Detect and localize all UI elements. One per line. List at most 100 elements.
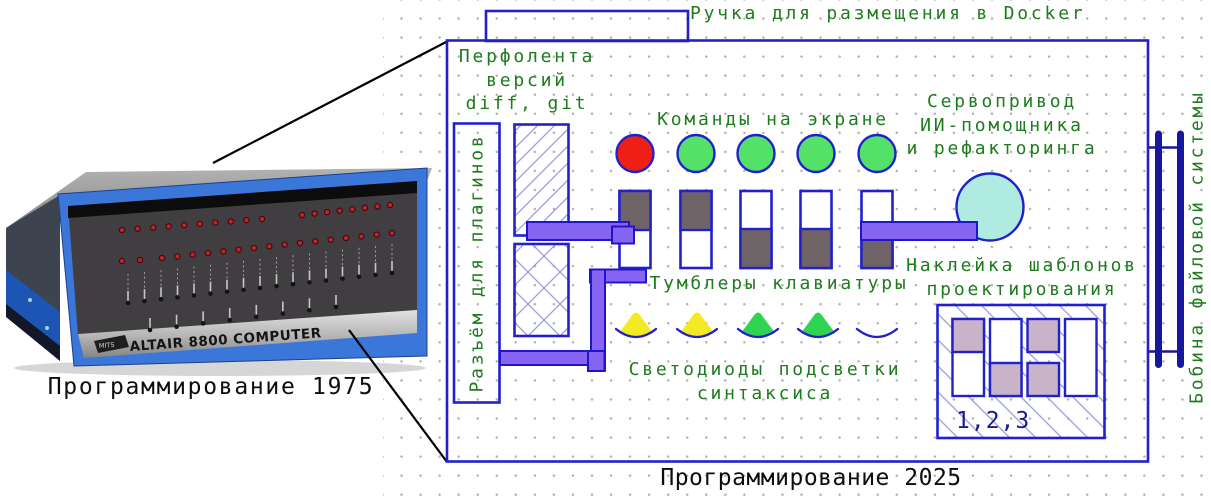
sticker-numbers: 1,2,3 bbox=[956, 408, 1031, 434]
sticker-cell bbox=[988, 361, 1023, 398]
panel-led bbox=[174, 253, 181, 260]
panel-led bbox=[136, 256, 144, 264]
panel-led bbox=[165, 223, 172, 230]
panel-switch-knob bbox=[356, 274, 362, 280]
panel-switch-knob bbox=[307, 307, 312, 313]
machine-left-dark-band bbox=[6, 304, 60, 361]
panel-led bbox=[386, 201, 394, 209]
panel-switch-knob bbox=[307, 280, 312, 285]
panel-led bbox=[250, 244, 258, 252]
toggle-state-bottom bbox=[739, 227, 773, 270]
panel-switch-knob bbox=[224, 289, 230, 295]
servo-label-line: Сервопривод bbox=[926, 91, 1078, 112]
sticker-label-line: проектирования bbox=[926, 278, 1118, 300]
reel-label: Бобина файловой системы bbox=[1186, 90, 1208, 404]
sticker-cell bbox=[951, 317, 986, 354]
panel-top-strip bbox=[68, 181, 417, 218]
syntax-led-base bbox=[736, 327, 780, 339]
panel-switch-knob bbox=[174, 324, 179, 330]
panel-led bbox=[342, 234, 350, 242]
syntax-led-yellow bbox=[619, 312, 653, 337]
panel-led bbox=[281, 241, 288, 248]
panel-led bbox=[312, 238, 319, 245]
panel-led bbox=[204, 249, 212, 257]
command-light-red bbox=[615, 133, 655, 174]
panel-led bbox=[323, 208, 331, 216]
panel-led bbox=[296, 239, 304, 247]
panel-led bbox=[212, 219, 219, 226]
syntax-leds-label-line: синтаксиса bbox=[696, 382, 834, 404]
syntax-leds-row bbox=[614, 312, 899, 339]
plugin-connector-box bbox=[452, 122, 501, 404]
panel-led bbox=[373, 231, 380, 238]
panel-led bbox=[196, 220, 203, 228]
tape-roll-upper bbox=[513, 123, 570, 237]
panel-switch-knob bbox=[280, 311, 286, 316]
bus-wire bbox=[611, 225, 635, 245]
panel-led bbox=[327, 236, 334, 243]
panel-led bbox=[358, 233, 365, 240]
panel-switch-knob bbox=[274, 283, 279, 289]
handle-label: Ручка для размещения в Docker bbox=[690, 3, 1086, 24]
panel-led bbox=[243, 217, 250, 224]
panel-switch-knob bbox=[253, 314, 259, 320]
panel-led bbox=[336, 207, 343, 214]
panel-switch-knob bbox=[227, 317, 233, 323]
panel-switch-knob bbox=[373, 272, 378, 278]
panel-led bbox=[189, 251, 196, 258]
panel-switch-knob bbox=[147, 327, 153, 333]
command-light-green bbox=[857, 133, 897, 174]
syntax-led-base bbox=[675, 327, 719, 339]
sticker-cell bbox=[1026, 317, 1061, 354]
panel-led bbox=[118, 257, 126, 265]
tape-label: Перфолента версий diff, git bbox=[459, 45, 595, 116]
panel-led bbox=[374, 203, 381, 210]
bus-wires bbox=[499, 221, 978, 372]
syntax-leds-label: Светодиоды подсветки синтаксиса bbox=[629, 358, 902, 405]
panel-switch-knob bbox=[200, 321, 206, 326]
toggles-label: Тумблеры клавиатуры bbox=[649, 273, 909, 294]
servo-label: Сервопривод ИИ-помощника и рефакторинга bbox=[907, 90, 1098, 161]
panel-switch-knob bbox=[389, 270, 395, 276]
side-screw bbox=[45, 326, 49, 330]
tape-label-line: версий bbox=[486, 69, 568, 91]
syntax-led-base bbox=[796, 327, 840, 339]
panel-switch-knob bbox=[257, 285, 263, 291]
keyboard-toggles-row bbox=[618, 189, 894, 270]
panel-led bbox=[258, 215, 266, 223]
panel-switch-knob bbox=[158, 296, 164, 302]
tape-roll-lower bbox=[513, 242, 570, 338]
syntax-led-base bbox=[855, 327, 899, 339]
side-screw bbox=[28, 298, 32, 302]
silver-name-strip bbox=[78, 310, 417, 358]
front-panel-lights-and-switches bbox=[118, 201, 396, 333]
sticker-label-line: Наклейка шаблонов bbox=[906, 255, 1138, 276]
tape-label-line: Перфолента bbox=[458, 46, 596, 67]
panel-led bbox=[181, 221, 188, 229]
pointer-line-bottom bbox=[348, 329, 448, 463]
file-system-reel bbox=[1149, 130, 1184, 368]
sticker-label: Наклейка шаблонов проектирования bbox=[906, 254, 1138, 301]
panel-switch-knob bbox=[191, 293, 197, 298]
mits-logo bbox=[94, 335, 129, 353]
panel-led bbox=[220, 248, 227, 255]
panel-led bbox=[134, 225, 141, 232]
panel-led bbox=[388, 229, 396, 237]
panel-led bbox=[361, 204, 369, 212]
syntax-led-green bbox=[741, 312, 775, 337]
panel-led bbox=[227, 218, 235, 225]
panel-led bbox=[158, 254, 166, 262]
panel-switch-knob bbox=[241, 287, 246, 293]
syntax-led-base bbox=[614, 327, 658, 339]
panel-switch-knob bbox=[142, 298, 147, 304]
toggle-state-bottom bbox=[799, 227, 833, 270]
servo-label-line: ИИ-помощника bbox=[920, 114, 1084, 136]
command-lights-row bbox=[615, 133, 897, 174]
panel-led bbox=[266, 243, 273, 250]
caption-2025: Программирование 2025 bbox=[660, 465, 962, 491]
commands-label: Команды на экране bbox=[657, 109, 889, 130]
panel-switch-knob bbox=[125, 300, 131, 306]
plugins-label: Разъём для плагинов bbox=[466, 133, 488, 393]
